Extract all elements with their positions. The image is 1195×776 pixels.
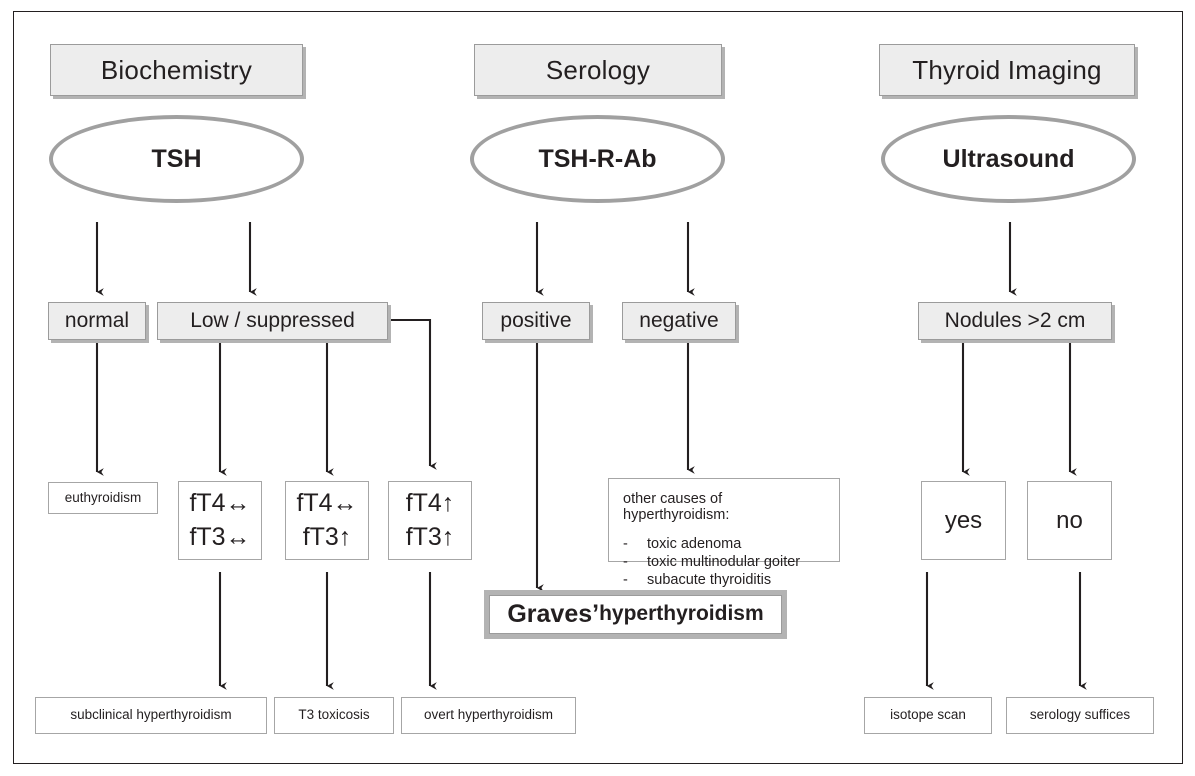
ellipse-tsh: TSH (49, 115, 304, 203)
hormone-line-ft4: fT4↔ (189, 488, 251, 517)
other-causes-panel: other causes of hyperthyroidism: - toxic… (608, 478, 840, 588)
diagnosis-graves-hyperthyroidism: Graves’ hyperthyroidism (489, 595, 782, 634)
other-causes-item: - toxic multinodular goiter (623, 554, 825, 570)
ellipse-tsh-r-ab: TSH-R-Ab (470, 115, 725, 203)
hormone-line-ft4: fT4↔ (296, 488, 358, 517)
result-low-suppressed[interactable]: Low / suppressed (157, 302, 388, 340)
graves-rest: hyperthyroidism (599, 602, 764, 626)
result-normal[interactable]: normal (48, 302, 146, 340)
hormone-line-ft4: fT4↑ (405, 488, 455, 517)
other-causes-item-label: subacute thyroiditis (647, 572, 772, 588)
header-biochemistry: Biochemistry (50, 44, 303, 96)
header-thyroid-imaging: Thyroid Imaging (879, 44, 1135, 96)
other-causes-title: other causes of hyperthyroidism: (623, 491, 730, 523)
diagnosis-overt-hyperthyroidism: overt hyperthyroidism (401, 697, 576, 734)
bullet-dash: - (623, 554, 628, 570)
other-causes-item: - toxic adenoma (623, 536, 825, 552)
hormone-panel-3: fT4↑ fT3↑ (388, 481, 472, 560)
answer-yes[interactable]: yes (921, 481, 1006, 560)
other-causes-item: - subacute thyroiditis (623, 572, 825, 588)
criterion-nodules[interactable]: Nodules >2 cm (918, 302, 1112, 340)
ellipse-ultrasound: Ultrasound (881, 115, 1136, 203)
hormone-panel-1: fT4↔ fT3↔ (178, 481, 262, 560)
diagram-frame (13, 11, 1183, 764)
bullet-dash: - (623, 536, 628, 552)
action-isotope-scan: isotope scan (864, 697, 992, 734)
outcome-euthyroidism: euthyroidism (48, 482, 158, 514)
answer-no[interactable]: no (1027, 481, 1112, 560)
hormone-panel-2: fT4↔ fT3↑ (285, 481, 369, 560)
diagnosis-subclinical-hyperthyroidism: subclinical hyperthyroidism (35, 697, 267, 734)
header-serology: Serology (474, 44, 722, 96)
result-negative[interactable]: negative (622, 302, 736, 340)
action-serology-suffices: serology suffices (1006, 697, 1154, 734)
hormone-line-ft3: fT3↔ (189, 522, 251, 551)
result-positive[interactable]: positive (482, 302, 590, 340)
other-causes-item-label: toxic adenoma (647, 536, 742, 552)
other-causes-item-label: toxic multinodular goiter (647, 554, 801, 570)
hormone-line-ft3: fT3↑ (405, 522, 455, 551)
hormone-line-ft3: fT3↑ (302, 522, 352, 551)
bullet-dash: - (623, 572, 628, 588)
graves-emphasis: Graves’ (507, 599, 600, 628)
diagnosis-t3-toxicosis: T3 toxicosis (274, 697, 394, 734)
